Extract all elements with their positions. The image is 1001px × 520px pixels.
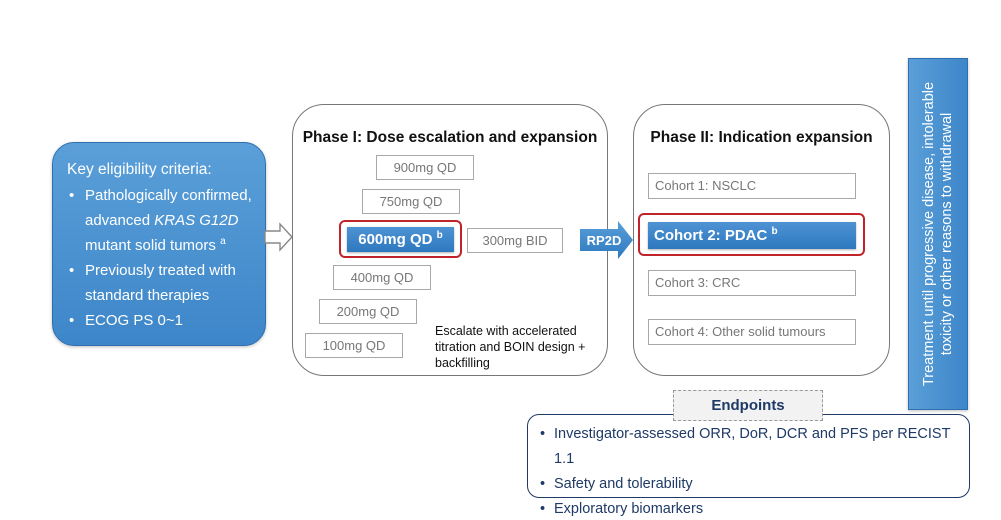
eligibility-item: ECOG PS 0~1 bbox=[67, 308, 255, 333]
eligibility-item-text: mutant solid tumors bbox=[85, 237, 216, 254]
cohort-box: Cohort 3: CRC bbox=[648, 270, 856, 296]
endpoint-item: Exploratory biomarkers bbox=[540, 497, 959, 520]
endpoint-item: Safety and tolerability bbox=[540, 472, 959, 497]
endpoints-box: Investigator-assessed ORR, DoR, DCR and … bbox=[527, 414, 970, 520]
endpoints-label: Endpoints bbox=[673, 390, 823, 421]
dose-box-bid: 300mg BID bbox=[467, 228, 563, 253]
footnote-marker: b bbox=[436, 230, 443, 241]
eligibility-box: Key eligibility criteria: Pathologically… bbox=[52, 142, 266, 346]
endpoint-item: Investigator-assessed ORR, DoR, DCR and … bbox=[540, 422, 959, 472]
eligibility-list: Pathologically confirmed, advanced KRAS … bbox=[67, 183, 255, 333]
selected-dose-highlight bbox=[339, 220, 462, 258]
eligibility-item: Previously treated with standard therapi… bbox=[67, 258, 255, 308]
dose-box: 750mg QD bbox=[362, 189, 460, 214]
selected-cohort-highlight bbox=[638, 213, 865, 256]
dose-box: 200mg QD bbox=[319, 299, 417, 324]
escalation-note: Escalate with accelerated titration and … bbox=[435, 324, 586, 370]
cohort-box: Cohort 1: NSCLC bbox=[648, 173, 856, 199]
selected-dose-label: 600mg QD bbox=[358, 231, 433, 248]
eligibility-item-text: Pathologically confirmed, advanced bbox=[85, 187, 252, 229]
footnote-marker: b bbox=[771, 226, 778, 237]
selected-cohort: Cohort 2: PDAC b bbox=[648, 222, 856, 249]
phase1-title: Phase I: Dose escalation and expansion bbox=[302, 129, 598, 146]
selected-cohort-label: Cohort 2: PDAC bbox=[654, 227, 768, 244]
cohort-box: Cohort 4: Other solid tumours bbox=[648, 319, 856, 345]
footnote-marker: a bbox=[220, 236, 226, 247]
phase2-title: Phase II: Indication expansion bbox=[650, 129, 873, 146]
dose-box: 400mg QD bbox=[333, 265, 431, 290]
rp2d-label: RP2D bbox=[586, 233, 622, 248]
dose-box: 100mg QD bbox=[305, 333, 403, 358]
rp2d-arrow-icon bbox=[580, 221, 633, 259]
selected-dose: 600mg QD b bbox=[347, 227, 454, 252]
endpoints-list: Investigator-assessed ORR, DoR, DCR and … bbox=[540, 422, 959, 520]
treatment-duration-bar: Treatment until progressive disease, int… bbox=[908, 58, 968, 410]
hollow-arrow-icon bbox=[264, 222, 293, 252]
eligibility-item: Pathologically confirmed, advanced KRAS … bbox=[67, 183, 255, 258]
kras-mutation-label: KRAS G12D bbox=[154, 212, 239, 229]
eligibility-title: Key eligibility criteria: bbox=[67, 161, 212, 178]
dose-box: 900mg QD bbox=[376, 155, 474, 180]
treatment-duration-text: Treatment until progressive disease, int… bbox=[921, 81, 955, 387]
